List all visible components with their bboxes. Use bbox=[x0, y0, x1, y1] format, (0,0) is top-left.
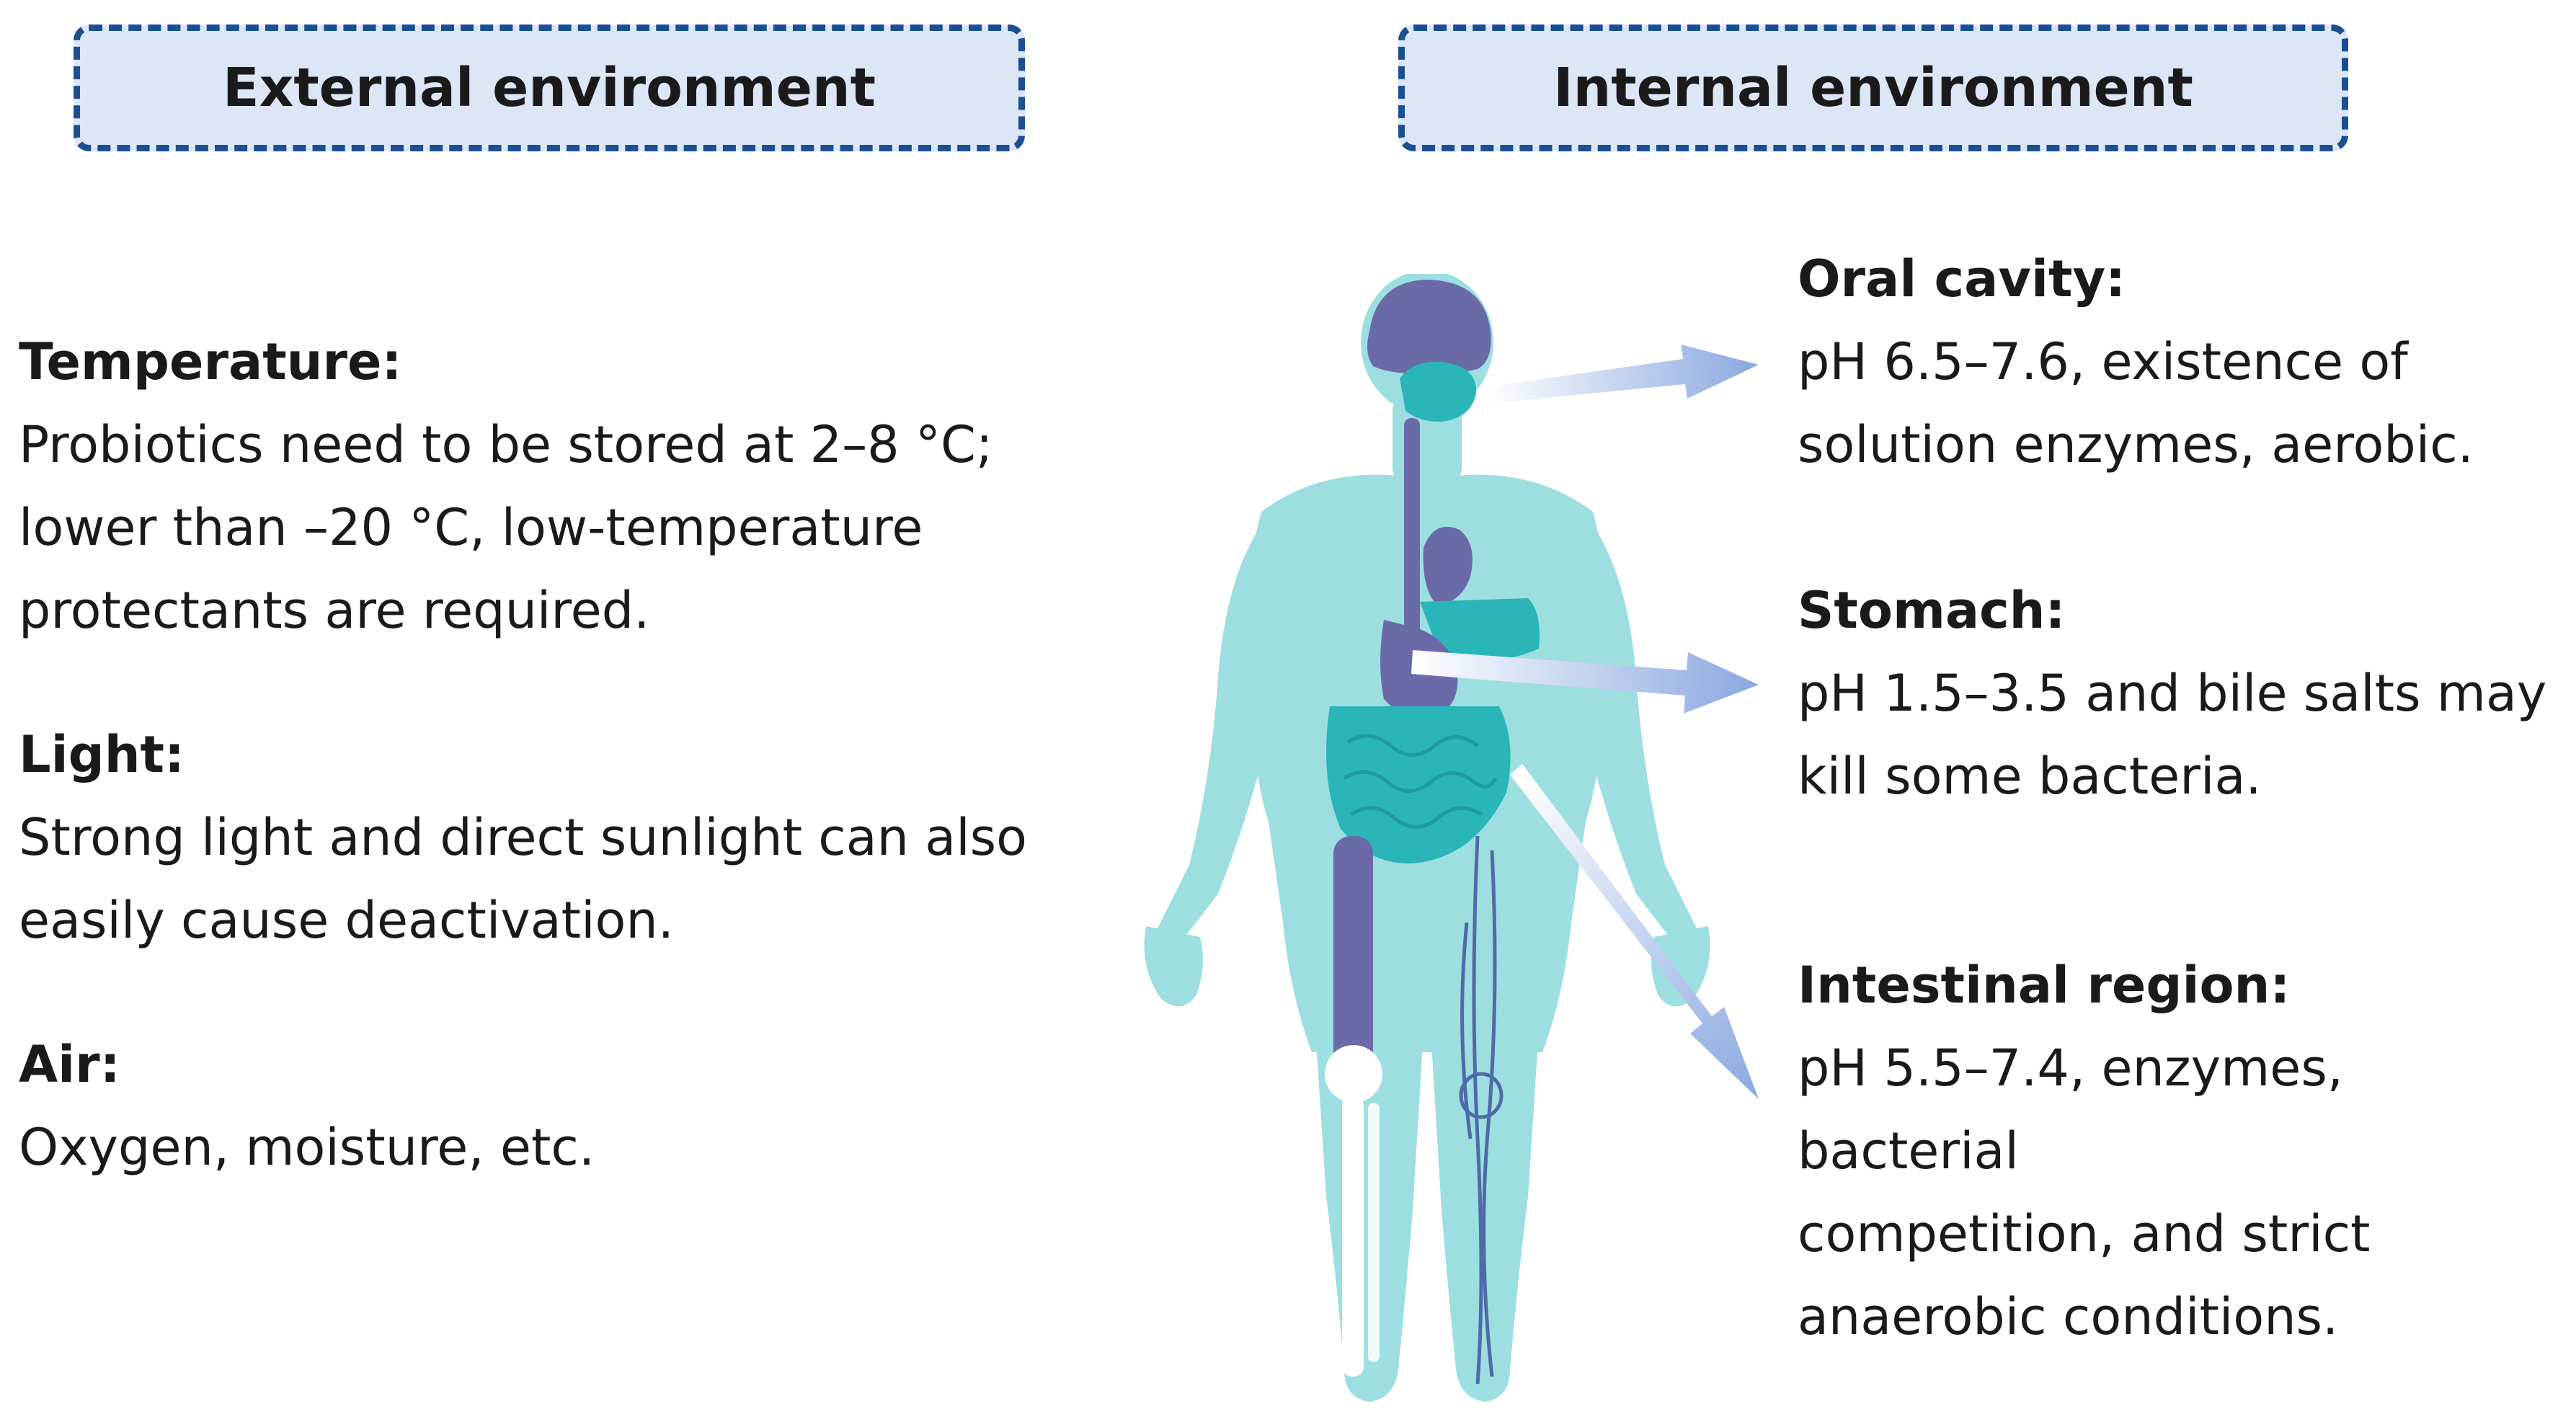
intestines-shape bbox=[1326, 706, 1511, 863]
blood-vessels bbox=[1459, 835, 1504, 1385]
intestinal-region-line-2: competition, and strict bbox=[1798, 1204, 2371, 1263]
liver-shape bbox=[1420, 598, 1540, 662]
oral-cavity-block: Oral cavity: pH 6.5–7.6, existence of so… bbox=[1798, 238, 2569, 486]
external-environment-header: External environment bbox=[74, 25, 1025, 151]
leg-bones bbox=[1325, 836, 1382, 1377]
light-block: Light: Strong light and direct sunlight … bbox=[19, 714, 1085, 962]
oral-cavity-line-2: solution enzymes, aerobic. bbox=[1798, 415, 2474, 474]
stomach-title: Stomach: bbox=[1798, 581, 2066, 640]
air-block: Air: Oxygen, moisture, etc. bbox=[19, 1023, 1085, 1189]
light-title: Light: bbox=[19, 725, 185, 784]
intestinal-region-title: Intestinal region: bbox=[1798, 956, 2291, 1015]
light-line-2: easily cause deactivation. bbox=[19, 891, 674, 950]
brain-shape bbox=[1367, 280, 1491, 374]
temperature-line-1: Probiotics need to be stored at 2–8 °C; bbox=[19, 415, 993, 474]
air-title: Air: bbox=[19, 1035, 120, 1094]
esophagus-shape bbox=[1404, 418, 1420, 677]
intestinal-region-block: Intestinal region: pH 5.5–7.4, enzymes, … bbox=[1798, 944, 2572, 1359]
oral-cavity-title: Oral cavity: bbox=[1798, 249, 2126, 308]
heart-shape bbox=[1423, 526, 1473, 605]
stomach-line-1: pH 1.5–3.5 and bile salts may bbox=[1798, 664, 2547, 723]
intestinal-region-line-1: pH 5.5–7.4, enzymes, bacterial bbox=[1798, 1039, 2344, 1181]
stomach-block: Stomach: pH 1.5–3.5 and bile salts may k… bbox=[1798, 569, 2569, 818]
oral-cavity-line-1: pH 6.5–7.6, existence of bbox=[1798, 332, 2408, 391]
internal-environment-title: Internal environment bbox=[1553, 57, 2193, 119]
stomach-line-2: kill some bacteria. bbox=[1798, 747, 2262, 806]
intestine-coils bbox=[1343, 734, 1498, 829]
external-environment-title: External environment bbox=[223, 57, 876, 119]
light-line-1: Strong light and direct sunlight can als… bbox=[19, 808, 1027, 867]
temperature-line-2: lower than –20 °C, low-temperature bbox=[19, 498, 923, 557]
temperature-line-3: protectants are required. bbox=[19, 581, 650, 640]
temperature-block: Temperature: Probiotics need to be store… bbox=[19, 321, 1085, 652]
human-body-illustration bbox=[1144, 274, 1710, 1402]
temperature-title: Temperature: bbox=[19, 332, 402, 391]
oral-cavity-shape bbox=[1400, 361, 1477, 422]
internal-environment-header: Internal environment bbox=[1398, 25, 2348, 151]
air-line-1: Oxygen, moisture, etc. bbox=[19, 1118, 595, 1177]
intestinal-region-line-3: anaerobic conditions. bbox=[1798, 1287, 2339, 1346]
